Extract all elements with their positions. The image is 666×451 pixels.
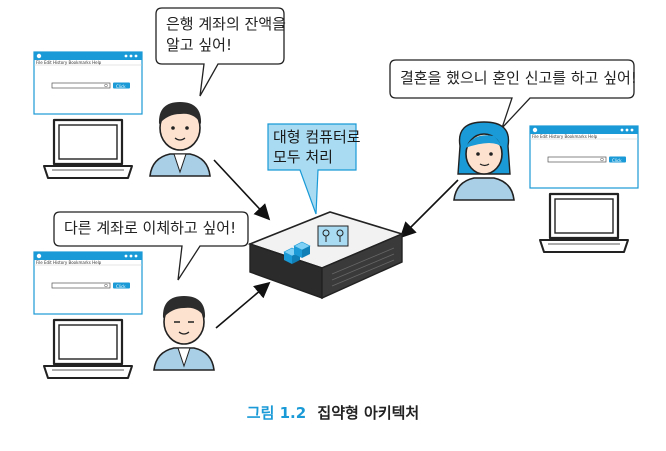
central-server: [247, 211, 405, 300]
data-cubes: [283, 241, 311, 264]
figure-number: 그림 1.2: [246, 404, 307, 422]
marriage-user-person: [453, 121, 515, 201]
browser-menu-top-left: File Edit History Bookmarks Help: [36, 60, 102, 65]
transfer-user-speech-bubble: [53, 211, 249, 281]
browser-menu-bottom-left: File Edit History Bookmarks Help: [36, 260, 102, 265]
figure-caption: 그림 1.2 집약형 아키텍처: [0, 402, 666, 423]
browser-menu-right: File Edit History Bookmarks Help: [532, 134, 598, 139]
server-callout-text: 대형 컴퓨터로 모두 처리: [273, 127, 361, 167]
bank-user-bubble-text: 은행 계좌의 잔액을 알고 싶어!: [166, 14, 286, 56]
arrow-bank-user-to-server: [213, 159, 271, 221]
transfer-user-bubble-text: 다른 계좌로 이체하고 싶어!: [64, 219, 237, 237]
server-callout-line2: 모두 처리: [273, 148, 333, 166]
marriage-user-bubble-text: 결혼을 했으니 혼인 신고를 하고 싶어!: [400, 69, 637, 87]
server-port-plate: [317, 225, 349, 247]
bank-user-bubble-line1: 은행 계좌의 잔액을: [166, 15, 286, 33]
client-pc-right: [528, 124, 640, 254]
client-pc-top-left: [32, 50, 144, 180]
browser-click-button-top-left[interactable]: Click: [116, 84, 126, 89]
marriage-user-speech-bubble: [389, 59, 635, 129]
arrow-transfer-user-to-server: [215, 281, 271, 329]
bank-user-person: [149, 102, 211, 177]
bank-user-speech-bubble: [155, 7, 285, 97]
request-arrows: [213, 159, 459, 329]
figure-title: 집약형 아키텍처: [317, 404, 420, 422]
arrow-marriage-user-to-server: [399, 179, 459, 239]
bank-user-bubble-line2: 알고 싶어!: [166, 36, 232, 54]
server-callout: [267, 123, 357, 215]
client-pc-bottom-left: [32, 250, 144, 380]
browser-click-button-bottom-left[interactable]: Click: [116, 284, 126, 289]
transfer-user-person: [153, 296, 215, 371]
server-callout-line1: 대형 컴퓨터로: [273, 128, 361, 146]
browser-click-button-right[interactable]: Click: [612, 158, 622, 163]
